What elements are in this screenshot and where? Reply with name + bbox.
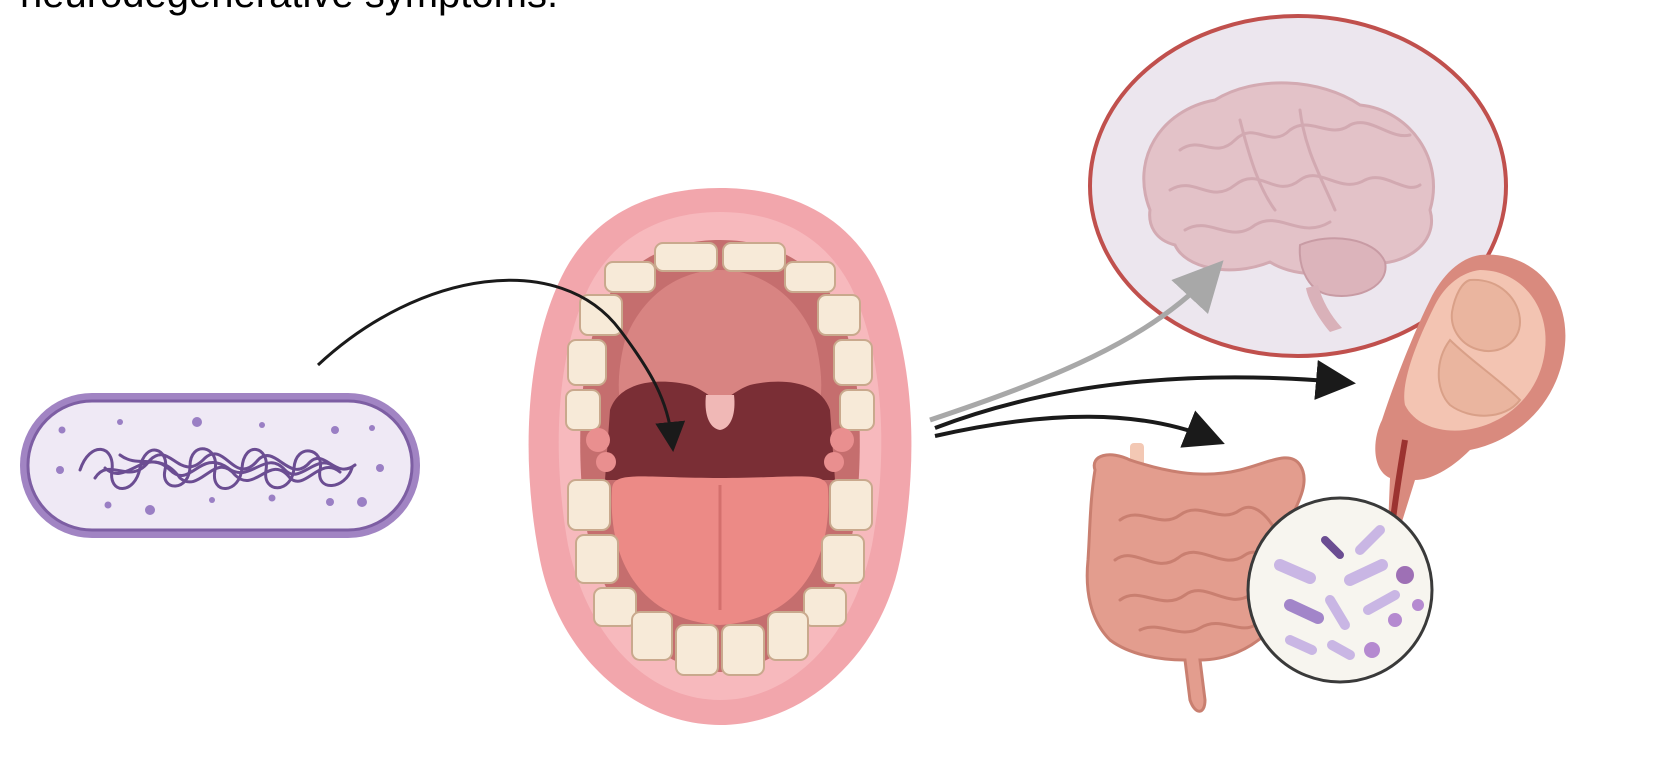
open-mouth-icon xyxy=(529,188,912,725)
bacterium-icon xyxy=(20,393,420,538)
gut-microbiota-icon xyxy=(1248,498,1432,682)
arrow-mouth-to-intestine xyxy=(935,417,1210,438)
